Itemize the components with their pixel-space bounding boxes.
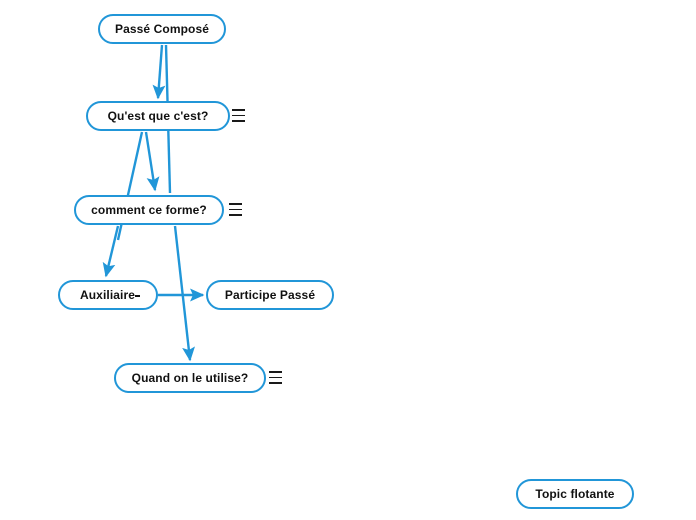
edge-comment-ce-forme-to-auxiliaire xyxy=(102,225,120,278)
node-quand-on-le-utilise[interactable]: Quand on le utilise? xyxy=(114,363,266,393)
text-caret xyxy=(135,295,141,297)
hamburger-menu-icon[interactable] xyxy=(229,203,242,216)
node-label: Quand on le utilise? xyxy=(131,371,249,385)
node-label: Qu'est que c'est? xyxy=(107,109,209,123)
node-comment-ce-forme[interactable]: comment ce forme? xyxy=(74,195,224,225)
node-label: Participe Passé xyxy=(224,288,316,302)
node-topic-flotante[interactable]: Topic flotante xyxy=(516,479,634,509)
node-quest-que-cest[interactable]: Qu'est que c'est? xyxy=(86,101,230,131)
edge-quest-que-cest-to-comment-ce-forme xyxy=(144,131,160,192)
node-label: Auxiliaire xyxy=(79,288,136,302)
node-auxiliaire[interactable]: Auxiliaire xyxy=(58,280,158,310)
node-label: Topic flotante xyxy=(535,487,615,501)
edge-comment-ce-forme-to-quand-on-le-utilise xyxy=(173,225,195,362)
node-passe-compose[interactable]: Passé Composé xyxy=(98,14,226,44)
node-participe-passe[interactable]: Participe Passé xyxy=(206,280,334,310)
edge-passe-compose-to-quest-que-cest xyxy=(152,44,166,100)
hamburger-menu-icon[interactable] xyxy=(232,109,245,122)
node-label: comment ce forme? xyxy=(91,203,207,217)
node-label: Passé Composé xyxy=(114,22,209,36)
hamburger-menu-icon[interactable] xyxy=(269,371,282,384)
